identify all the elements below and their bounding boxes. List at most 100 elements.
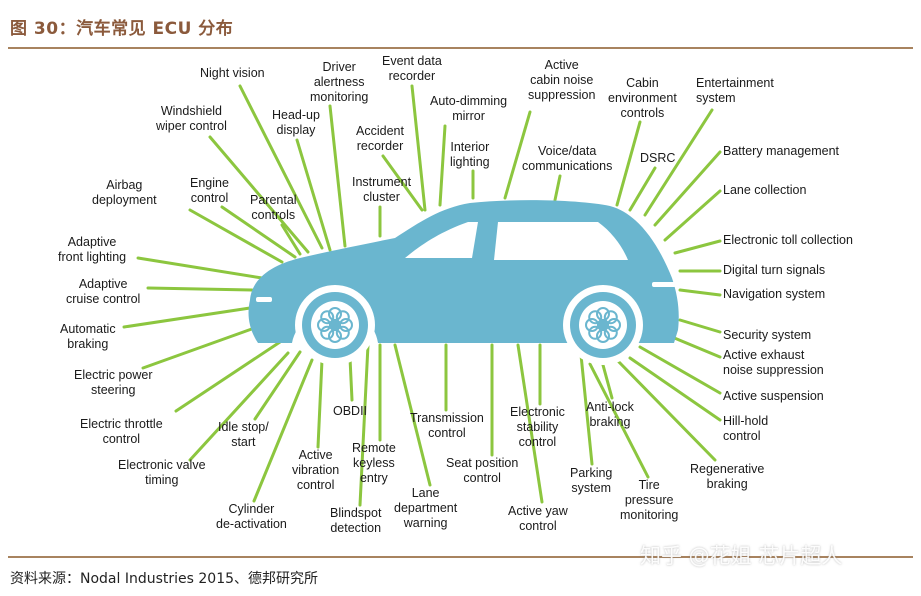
ecu-label-active-suspension: Active suspension [723,389,824,403]
connector-parking-system [578,343,594,466]
connector-tire-pressure-monitoring [588,362,650,479]
ecu-label-adaptive-cruise-control: Adaptive cruise control [66,277,141,306]
car-illustration [248,200,679,365]
ecu-label-navigation-system: Navigation system [723,287,826,301]
rear-wheel [563,285,643,365]
connector-active-vibration-control [316,358,324,449]
rim-petal [320,310,335,325]
ecu-label-battery-management: Battery management [723,144,840,158]
source-note: 资料来源：Nodal Industries 2015、德邦研究所 [10,571,319,587]
connector-navigation-system [678,288,722,297]
ecu-label-night-vision: Night vision [200,66,265,80]
rim-petal [588,310,603,325]
connector-security-system [678,318,722,334]
ecu-label-airbag-deployment: Airbag deployment [92,178,157,207]
ecu-label-anti-lock-braking: Anti-lock braking [586,400,634,429]
front-wheel-rim [317,307,353,343]
ecu-label-security-system: Security system [723,328,812,342]
connector-voice-data-communications [553,174,562,202]
ecu-label-accident-recorder: Accident recorder [356,124,404,153]
connector-event-data-recorder [410,84,427,212]
connector-electronic-valve-timing [188,351,290,462]
connector-dsrc [628,166,657,212]
ecu-label-parking-system: Parking system [570,466,613,495]
rear-wheel-rim [585,307,621,343]
ecu-label-electric-throttle-control: Electric throttle control [80,417,163,446]
connector-adaptive-cruise-control [146,286,254,292]
ecu-label-remote-keyless-entry: Remote keyless entry [352,441,396,485]
connector-head-up-display [295,138,332,252]
ecu-label-cylinder-de-activation: Cylinder de-activation [216,502,287,531]
connector-lane-collection [663,189,722,242]
side-window [494,222,628,260]
ecu-label-windshield-wiper-control: Windshield wiper control [156,104,227,133]
ecu-label-parental-controls: Parental controls [250,193,297,222]
ecu-label-entertainment-system: Entertainment system [696,76,774,105]
connector-cylinder-de-activation [252,358,314,503]
figure-title: 图 30：汽车常见 ECU 分布 [10,19,234,39]
ecu-label-seat-position-control: Seat position control [446,456,519,485]
connector-regenerative-braking [615,358,717,462]
connector-accident-recorder [381,154,424,212]
connector-electric-power-steering [141,324,262,370]
ecu-label-active-cabin-noise-suppression: Active cabin noise suppression [528,58,596,102]
ecu-label-interior-lighting: Interior lighting [450,140,490,169]
ecu-label-active-vibration-control: Active vibration control [292,448,340,492]
ecu-label-head-up-display: Head-up display [272,108,320,137]
connector-electric-throttle-control [174,340,282,413]
connector-airbag-deployment [188,208,284,264]
ecu-label-obdii: OBDII [333,404,368,418]
ecu-label-electronic-stability-control: Electronic stability control [510,405,565,449]
ecu-label-blindspot-detection: Blindspot detection [330,506,382,535]
connector-entertainment-system [643,108,714,217]
rim-petal [603,310,618,325]
connector-adaptive-front-lighting [136,256,264,280]
taillight [652,282,676,287]
headlight [256,297,272,302]
connector-battery-management [653,150,722,227]
ecu-label-event-data-recorder: Event data recorder [382,54,442,83]
ecu-label-automatic-braking: Automatic braking [60,322,116,351]
connector-hill-hold-control [628,356,722,422]
ecu-label-auto-dimming-mirror: Auto-dimming mirror [430,94,508,123]
ecu-label-instrument-cluster: Instrument cluster [352,175,412,204]
ecu-label-idle-stop-start: Idle stop/ start [218,420,269,449]
connector-idle-stop-start [253,350,302,421]
ecu-label-active-exhaust-noise-suppression: Active exhaust noise suppression [723,348,824,377]
connector-blindspot-detection [358,343,370,507]
connector-active-exhaust-noise-suppression [670,335,722,359]
ecu-label-tire-pressure-monitoring: Tire pressure monitoring [620,478,679,522]
rim-petal [588,325,603,340]
ecu-label-engine-control: Engine control [190,176,229,205]
ecu-label-electronic-toll-collection: Electronic toll collection [723,233,853,247]
rim-petal [335,310,350,325]
rim-petal [320,325,335,340]
connector-parental-controls [280,223,302,256]
ecu-label-regenerative-braking: Regenerative braking [690,462,765,491]
rim-hub [330,320,340,330]
front-wheel [295,285,375,365]
ecu-label-driver-alertness-monitoring: Driver alertness monitoring [310,60,369,104]
ecu-label-dsrc: DSRC [640,151,676,165]
connector-auto-dimming-mirror [438,124,447,207]
connector-night-vision [238,84,324,250]
rim-petal [603,325,618,340]
rim-hub [598,320,608,330]
ecu-label-active-yaw-control: Active yaw control [508,504,568,533]
connector-lane-department-warning [393,343,432,487]
connector-active-yaw-control [516,343,544,504]
connector-automatic-braking [122,306,252,329]
connector-anti-lock-braking [601,363,614,400]
connector-engine-control [220,205,297,259]
connector-active-suspension [638,345,722,395]
ecu-label-lane-department-warning: Lane department warning [394,486,458,530]
ecu-label-electronic-valve-timing: Electronic valve timing [118,458,206,487]
connector-lines [122,84,722,507]
watermark: 知乎 @花姐 芯片超人 [640,544,843,568]
ecu-label-transmission-control: Transmission control [410,411,484,440]
ecu-label-digital-turn-signals: Digital turn signals [723,263,826,277]
top-divider [8,47,913,49]
connector-active-cabin-noise-suppression [503,110,532,200]
